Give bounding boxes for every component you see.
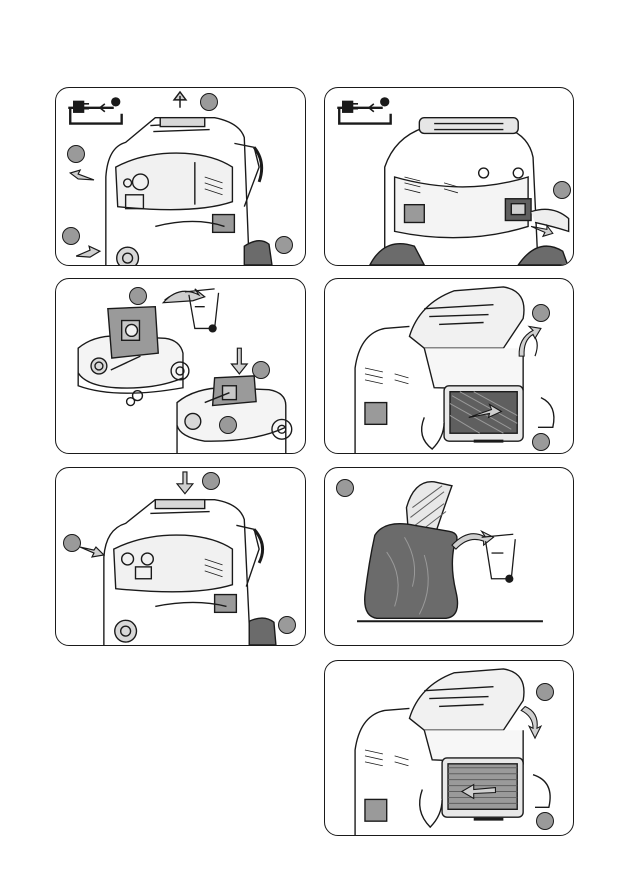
step-marker: [536, 812, 554, 830]
curved-arrow-icon: [519, 326, 541, 356]
instruction-panel-2: [324, 87, 574, 266]
power-unplug-icon: [337, 98, 390, 123]
vacuum-rear-illustration: [325, 88, 573, 265]
arrow-down-icon: [177, 472, 193, 494]
step-marker: [553, 181, 571, 199]
power-unplug-icon: [68, 98, 121, 123]
step-marker: [536, 683, 554, 701]
arrow-left-icon: [70, 170, 94, 180]
step-marker: [63, 534, 81, 552]
vacuum-front-close-illustration: [56, 468, 305, 645]
arrow-down-icon: [531, 225, 553, 236]
filter-disposal-illustration: [325, 468, 573, 645]
step-marker: [67, 145, 85, 163]
step-marker: [532, 304, 550, 322]
instruction-panel-7: [324, 660, 574, 836]
step-marker: [532, 433, 550, 451]
step-marker: [129, 287, 147, 305]
instruction-panel-3: [55, 278, 306, 454]
vacuum-front-illustration: [56, 88, 305, 265]
step-marker: [202, 472, 220, 490]
arrow-right-icon: [76, 246, 100, 257]
step-marker: [200, 93, 218, 111]
step-marker: [62, 227, 80, 245]
instruction-panel-6: [324, 467, 574, 646]
step-marker: [336, 479, 354, 497]
insert-filter-close-lid-illustration: [325, 661, 573, 835]
instruction-panel-1: [55, 87, 306, 266]
step-marker: [275, 236, 293, 254]
curved-arrow-icon: [521, 706, 541, 738]
step-marker: [219, 416, 237, 434]
arrow-down-icon: [231, 348, 247, 374]
arrow-right-icon: [80, 547, 104, 557]
arrow-up-icon: [174, 92, 186, 108]
instruction-panel-5: [55, 467, 306, 646]
step-marker: [278, 616, 296, 634]
step-marker: [252, 361, 270, 379]
instruction-panel-4: [324, 278, 574, 454]
curved-arrow-icon: [452, 531, 494, 549]
